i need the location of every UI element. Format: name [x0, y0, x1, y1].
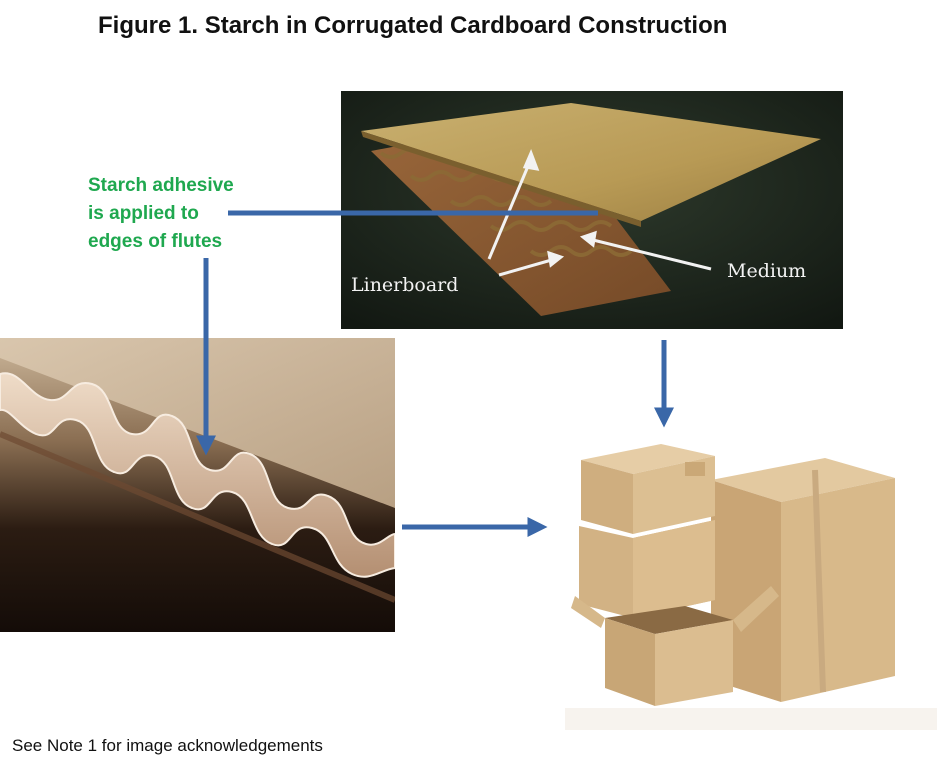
flutes-closeup-photo [0, 338, 395, 632]
callout-line-2: is applied to [88, 203, 199, 224]
linerboard-label: Linerboard [351, 274, 458, 296]
corrugated-board-photo: Linerboard Medium [341, 91, 843, 329]
cardboard-boxes-photo [565, 430, 937, 730]
callout-line-3: edges of flutes [88, 231, 223, 252]
medium-label: Medium [727, 260, 806, 282]
callout-line-1: Starch adhesive [88, 175, 234, 196]
starch-adhesive-callout: Starch adhesive is applied to edges of f… [88, 172, 268, 256]
image-acknowledgement-note: See Note 1 for image acknowledgements [12, 736, 323, 755]
figure-title: Figure 1. Starch in Corrugated Cardboard… [98, 12, 728, 39]
